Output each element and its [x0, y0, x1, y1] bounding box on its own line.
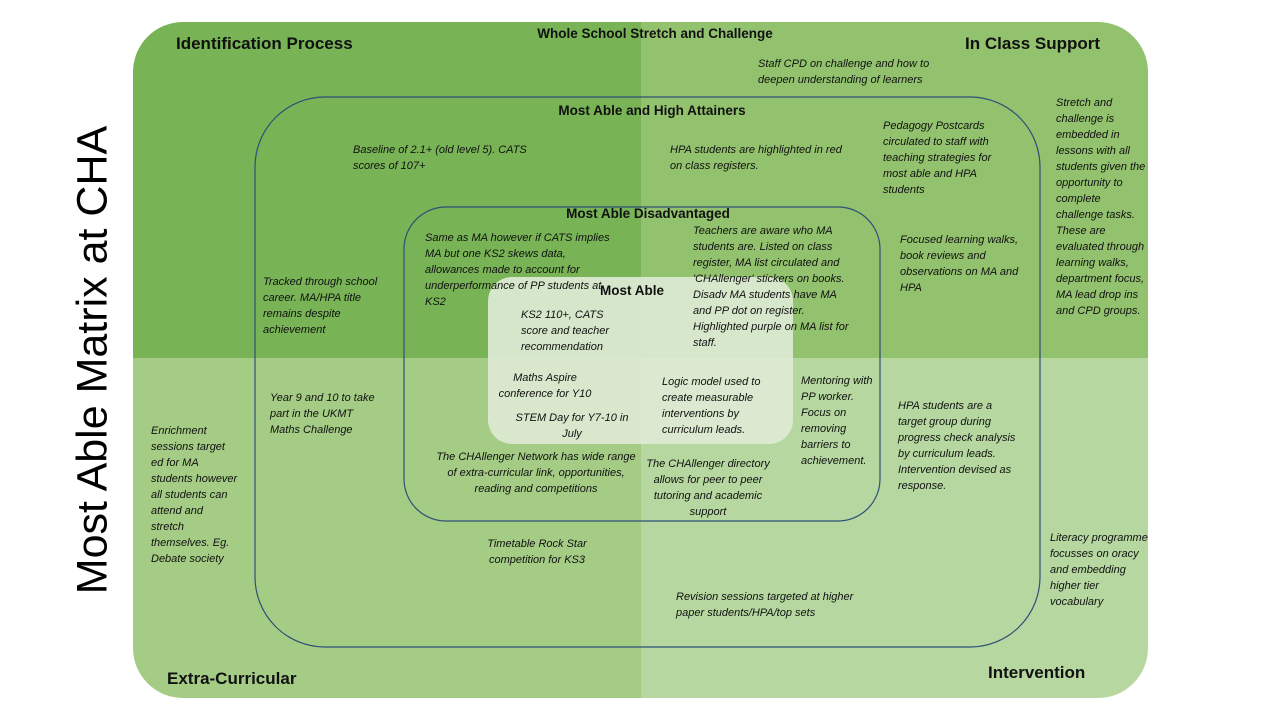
most-able-disadvantaged-heading: Most Able Disadvantaged: [566, 206, 730, 221]
note-challenger-network: The CHAllenger Network has wide range of…: [436, 451, 636, 495]
note-timetable: Timetable Rock Star competition for KS3: [487, 538, 587, 566]
note-baseline: Baseline of 2.1+ (old level 5). CATS sco…: [353, 144, 527, 172]
in-class-support-heading: In Class Support: [965, 34, 1101, 53]
note-year9: Year 9 and 10 to take part in the UKMT M…: [270, 392, 375, 436]
note-revision: Revision sessions targeted at higher pap…: [676, 591, 854, 619]
most-able-heading: Most Able: [600, 283, 664, 298]
note-hpa-highlighted: HPA students are highlighted in red on c…: [670, 144, 842, 172]
note-teachers-aware: Teachers are aware who MA students are. …: [693, 225, 849, 349]
side-title-text: Most Able Matrix at CHA: [68, 125, 117, 595]
note-pedagogy-postcards: Pedagogy Postcards circulated to staff w…: [883, 120, 992, 196]
note-stem-day: STEM Day for Y7-10 in July: [515, 412, 629, 440]
note-focused-walks: Focused learning walks, book reviews and…: [900, 234, 1019, 294]
whole-school-heading: Whole School Stretch and Challenge: [537, 26, 773, 41]
note-tracked: Tracked through school career. MA/HPA ti…: [263, 276, 378, 336]
most-able-high-attainers-heading: Most Able and High Attainers: [558, 103, 746, 118]
note-stretch-embedded: Stretch and challenge is embedded in les…: [1056, 97, 1146, 317]
note-enrichment: Enrichment sessions target ed for MA stu…: [151, 425, 238, 565]
middle-box-outline: [403, 206, 881, 522]
note-ks2: KS2 110+, CATS score and teacher recomme…: [521, 309, 610, 353]
note-literacy: Literacy programme focusses on oracy and…: [1050, 532, 1148, 608]
side-title: Most Able Matrix at CHA: [52, 120, 134, 600]
inner-box: [488, 277, 793, 444]
extra-curricular-heading: Extra-Curricular: [167, 669, 297, 688]
intervention-heading: Intervention: [988, 663, 1086, 682]
note-challenger-directory: The CHAllenger directory allows for peer…: [646, 458, 770, 518]
note-logic-model: Logic model used to create measurable in…: [662, 376, 761, 436]
note-same-as-ma: Same as MA however if CATS implies MA bu…: [425, 232, 610, 308]
note-maths-aspire: Maths Aspire conference for Y10: [498, 372, 592, 400]
note-mentoring: Mentoring with PP worker. Focus on remov…: [801, 375, 873, 467]
identification-process-heading: Identification Process: [176, 34, 353, 53]
note-staff-cpd: Staff CPD on challenge and how to deepen…: [758, 58, 930, 86]
outer-box-outline: [254, 96, 1041, 648]
note-hpa-target: HPA students are a target group during p…: [898, 400, 1016, 492]
